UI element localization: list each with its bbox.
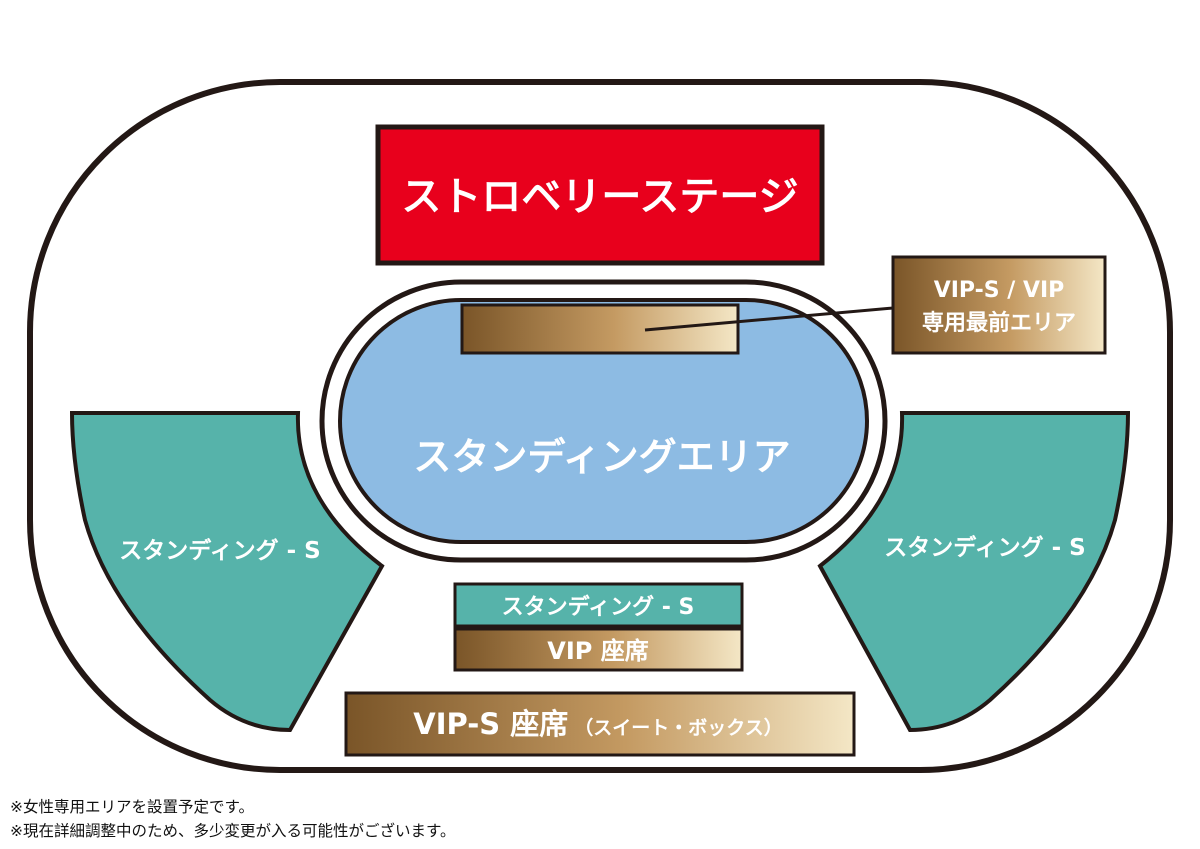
standing-s-right-label: スタンディング - S [884, 534, 1086, 561]
standing-area-label: スタンディングエリア [413, 435, 790, 479]
notes: ※女性専用エリアを設置予定です。 ※現在詳細調整中のため、多少変更が入る可能性が… [10, 795, 455, 843]
standing-s-center-block[interactable]: スタンディング - S [453, 582, 744, 628]
vip-s-seats-block[interactable]: VIP-S 座席 （スイート・ボックス） [344, 691, 856, 757]
vip-seats-block[interactable]: VIP 座席 [453, 627, 744, 672]
note-female-area: ※女性専用エリアを設置予定です。 [10, 798, 254, 816]
vip-seats-label: VIP 座席 [547, 637, 648, 665]
standing-s-left-label: スタンディング - S [119, 537, 321, 564]
vip-callout-line2: 専用最前エリア [922, 310, 1076, 336]
note-subject-to-change: ※現在詳細調整中のため、多少変更が入る可能性がございます。 [10, 822, 456, 840]
vip-s-seats-label: VIP-S 座席 [413, 707, 568, 741]
standing-area-block[interactable]: スタンディングエリア [338, 298, 869, 544]
stage-label: ストロベリーステージ [401, 174, 798, 220]
standing-s-left-block[interactable]: スタンディング - S [69, 411, 385, 733]
stage-block[interactable]: ストロベリーステージ [375, 124, 825, 266]
vip-callout-box: VIP-S / VIP 専用最前エリア [891, 255, 1107, 355]
vip-front-area-block[interactable] [460, 303, 740, 355]
vip-s-seats-sublabel: （スイート・ボックス） [574, 716, 782, 739]
vip-callout-line1: VIP-S / VIP [934, 278, 1065, 303]
standing-s-right-block[interactable]: スタンディング - S [817, 411, 1131, 733]
vip-s-seats-text: VIP-S 座席 （スイート・ボックス） [413, 707, 782, 741]
vip-callout-line [644, 306, 894, 332]
standing-s-center-label: スタンディング - S [502, 594, 695, 620]
